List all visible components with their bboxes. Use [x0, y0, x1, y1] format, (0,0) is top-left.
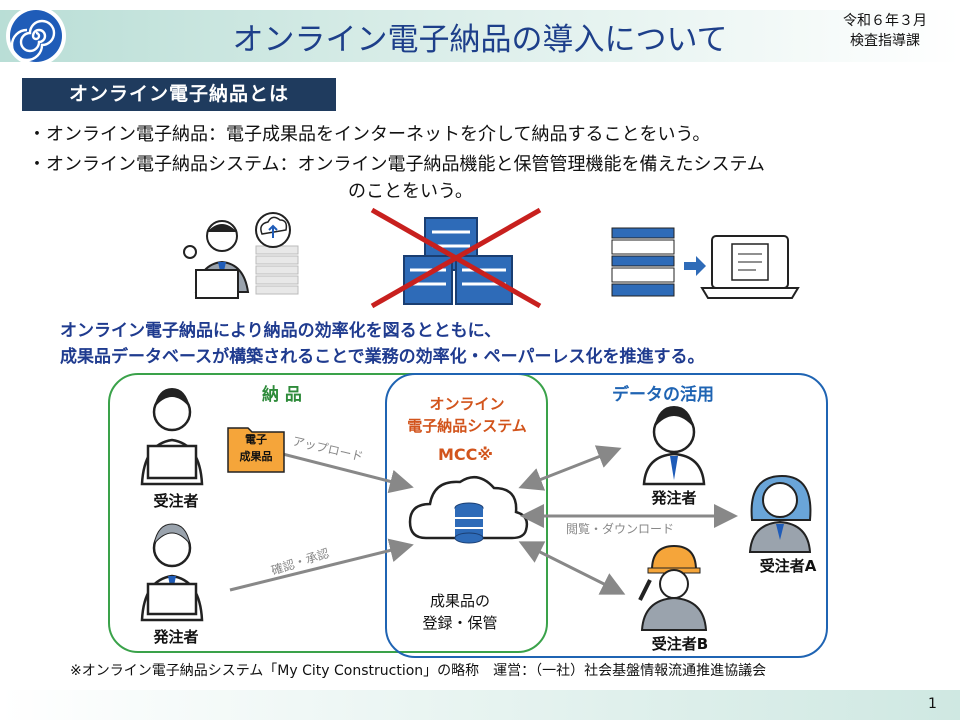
folder-label-line-1: 電子 [245, 433, 267, 446]
cross-out-icon [370, 207, 542, 309]
footnote: ※オンライン電子納品システム「My City Construction」の略称 … [70, 663, 767, 679]
browse-download-label: 閲覧・ダウンロード [566, 522, 675, 536]
definition-bullet-2-continued: のことをいう。 [348, 181, 473, 202]
data-use-heading: データの活用 [612, 385, 714, 405]
logo [6, 6, 66, 66]
page-title: オンライン電子納品の導入について [232, 22, 728, 58]
orderer-left-label: 発注者 [153, 628, 199, 646]
definition-bullet-2: ・オンライン電子納品システム：オンライン電子納品機能と保管管理機能を備えたシステ… [28, 154, 765, 175]
system-name-line-1: オンライン [429, 395, 505, 413]
section-heading: オンライン電子納品とは [22, 78, 336, 111]
folder-label-line-2: 成果品 [239, 450, 273, 463]
contractor-b-label: 受注者B [651, 635, 709, 653]
orderer-right-label: 発注者 [651, 489, 697, 507]
summary-line-1: オンライン電子納品により納品の効率化を図るとともに、 [60, 321, 502, 341]
definition-bullet-1: ・オンライン電子納品：電子成果品をインターネットを介して納品することをいう。 [28, 124, 711, 145]
delivery-heading: 納 品 [262, 385, 302, 405]
summary-line-2: 成果品データベースが構築されることで業務の効率化・ペーパーレス化を推進する。 [60, 347, 705, 367]
page-number: 1 [928, 696, 937, 712]
documents-to-laptop-icon [611, 227, 800, 299]
server-rack-icon [403, 217, 513, 305]
system-name-line-2: 電子納品システム [407, 417, 527, 435]
footer-bar [0, 690, 960, 720]
contractor-label: 受注者 [153, 492, 199, 510]
contractor-a-label: 受注者A [759, 557, 817, 575]
date-label: 令和６年３月 [843, 13, 927, 29]
header: オンライン電子納品の導入について 令和６年３月 検査指導課 [0, 0, 960, 72]
worker-with-papers-icon [183, 212, 299, 299]
header-bar [0, 10, 960, 62]
system-abbreviation: MCC※ [438, 445, 493, 464]
data-use-group-box [385, 373, 828, 658]
storage-label-line-2: 登録・保管 [422, 614, 498, 632]
department-label: 検査指導課 [850, 33, 920, 49]
storage-label-line-1: 成果品の [429, 592, 490, 610]
logo-spiral-icon [10, 10, 62, 62]
